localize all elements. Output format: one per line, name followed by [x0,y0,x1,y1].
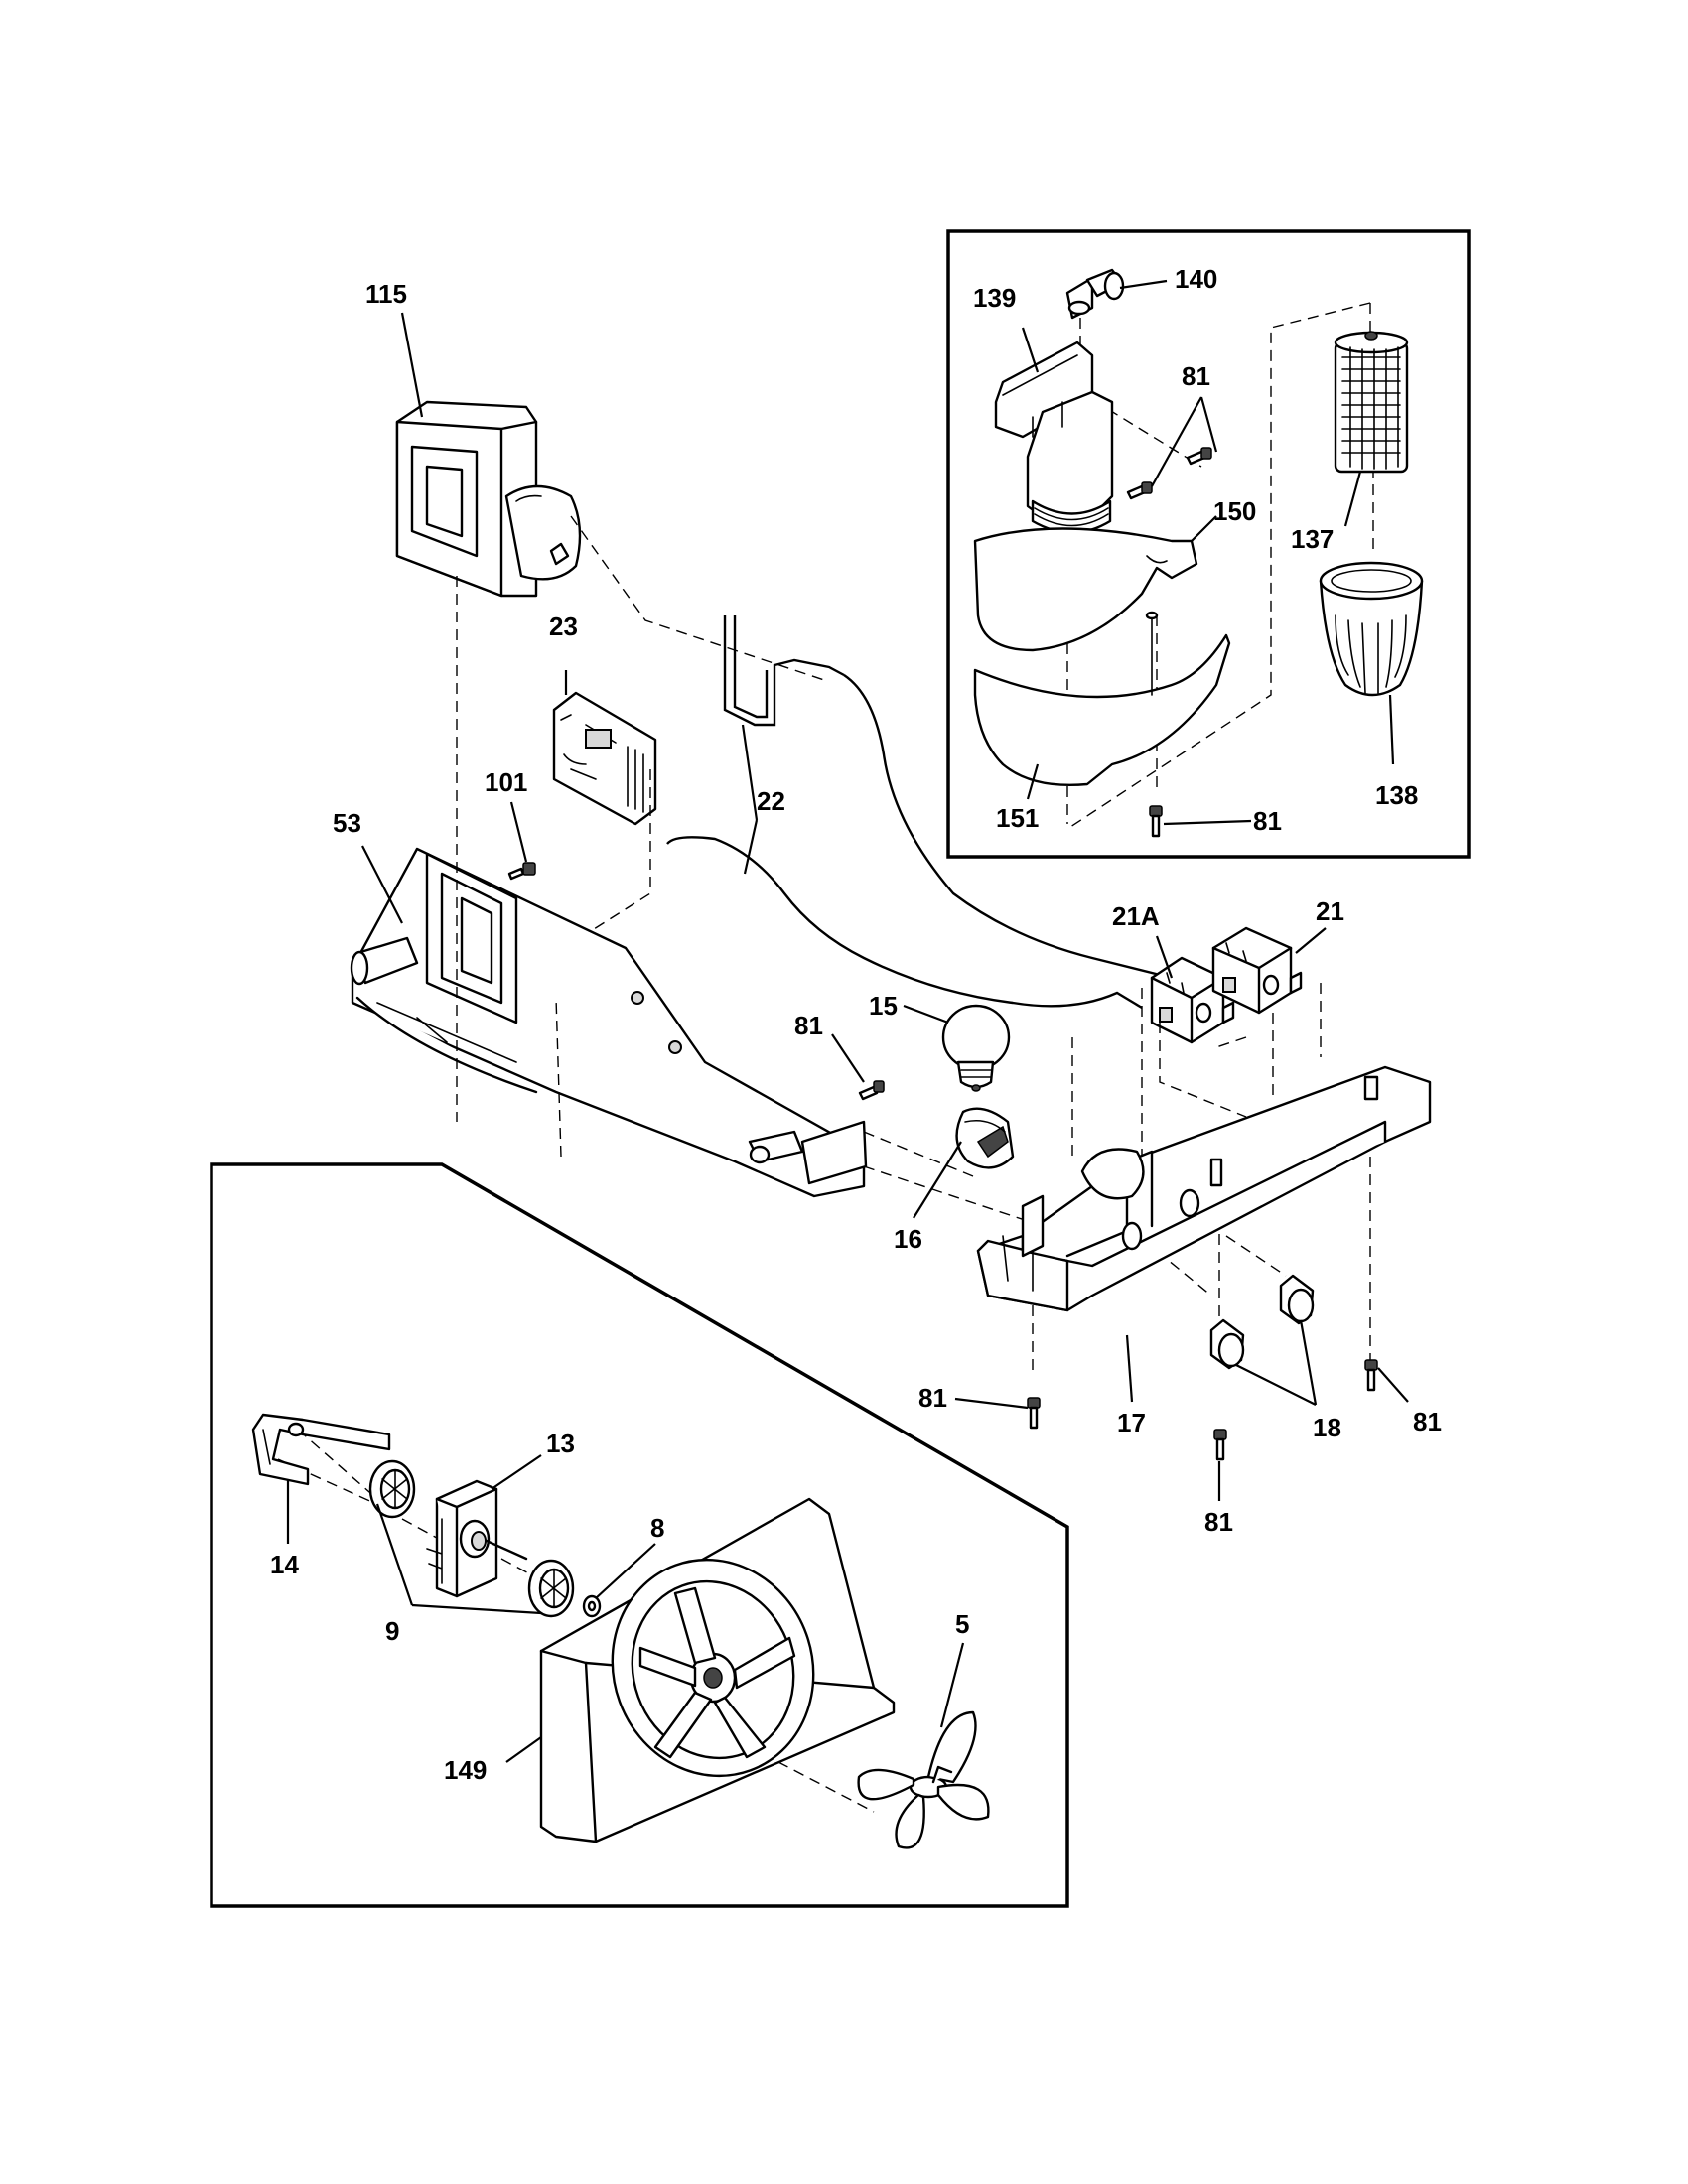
callout-137: 137 [1291,524,1334,554]
part-14-fan-bracket[interactable] [251,1413,391,1486]
callout-15: 15 [869,991,898,1021]
callout-23: 23 [549,612,578,641]
part-151-lower-cover[interactable] [973,611,1231,786]
callout-140: 140 [1175,264,1217,294]
callout-81-right: 81 [1413,1407,1442,1436]
part-13-fan-motor[interactable] [426,1479,528,1598]
part-9-grommets[interactable] [368,1459,575,1618]
part-16-lamp-socket[interactable] [955,1107,1015,1169]
callout-53: 53 [333,808,361,838]
part-150-upper-cover[interactable] [973,527,1198,652]
callout-138: 138 [1375,780,1418,810]
callout-18: 18 [1313,1413,1341,1442]
callout-149: 149 [444,1755,487,1785]
part-81-screw-mid[interactable] [858,1080,885,1101]
callout-14: 14 [270,1550,299,1579]
part-115-auger-motor[interactable] [395,400,582,598]
part-137-filter-cartridge[interactable] [1334,331,1409,474]
part-101-screw[interactable] [507,862,536,881]
callout-21A: 21A [1112,901,1160,931]
part-81-screws-top[interactable] [1126,447,1212,500]
callout-150: 150 [1213,496,1256,526]
part-81-screws-lower[interactable] [1027,1359,1378,1461]
housing-alignment-lines [456,515,1029,1222]
part-22-wire-harness[interactable] [666,615,1173,1010]
part-138-filter-bowl[interactable] [1319,561,1424,697]
part-17-lower-bracket[interactable] [976,1065,1432,1312]
callout-81-inset-top: 81 [1182,361,1210,391]
part-15-lamp-bulb[interactable] [941,1004,1011,1092]
callout-139: 139 [973,283,1016,313]
callout-101: 101 [485,767,527,797]
callout-8: 8 [650,1513,664,1543]
callout-81-inset: 81 [1253,806,1282,836]
callout-21: 21 [1316,896,1344,926]
callout-81-left: 81 [918,1383,947,1413]
callout-16: 16 [894,1224,922,1254]
part-21-switch[interactable] [1211,926,1303,1015]
filter-inset-frame [946,229,1471,859]
part-5-fan-blade[interactable] [857,1710,990,1849]
callout-9: 9 [385,1616,399,1646]
callout-13: 13 [546,1429,575,1458]
fan-inset-frame [210,1162,1069,1908]
part-18-plugs[interactable] [1209,1274,1315,1370]
part-23-control-board[interactable] [552,691,657,826]
part-8-washer[interactable] [582,1594,602,1618]
callout-17: 17 [1117,1408,1146,1437]
callout-81-mid: 81 [794,1011,823,1040]
part-140-elbow-fitting[interactable] [1065,268,1125,320]
callout-81-bottom: 81 [1204,1507,1233,1537]
part-139-filter-head[interactable] [994,341,1114,534]
part-81-screw-inset[interactable] [1149,805,1163,838]
part-149-fan-shroud[interactable] [539,1497,896,1843]
part-53-dispenser-housing[interactable] [350,847,868,1198]
leader-lines [286,279,1409,1763]
callout-115: 115 [365,279,407,309]
part-21A-switch[interactable] [1150,956,1235,1044]
callout-22: 22 [757,786,785,816]
callout-labels: 115 23 101 53 22 139 140 81 150 137 151 … [270,264,1442,1785]
callout-151: 151 [996,803,1039,833]
callout-5: 5 [955,1609,969,1639]
